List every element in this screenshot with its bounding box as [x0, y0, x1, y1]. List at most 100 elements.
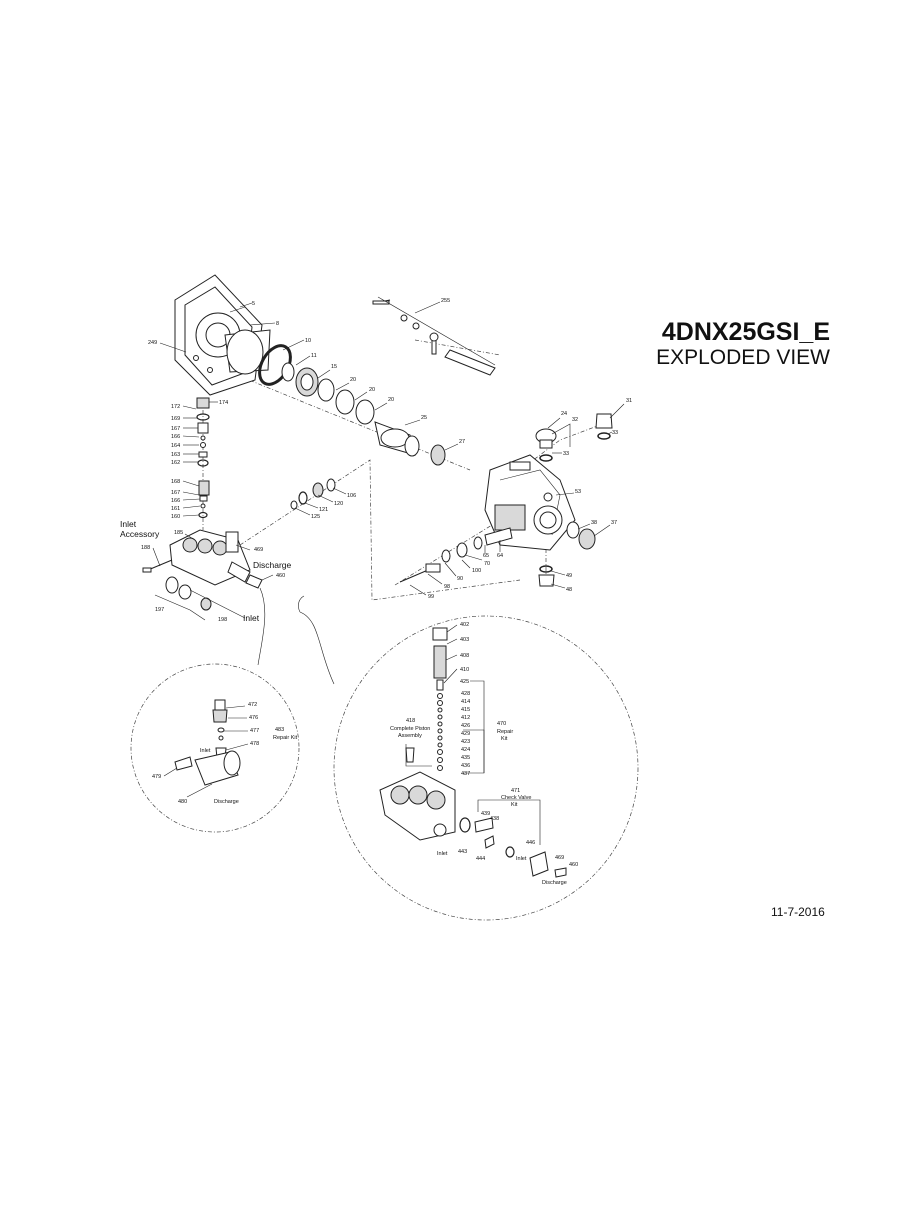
label-repair-kit-470-line1: Repair — [497, 729, 513, 735]
callout-53: 53 — [575, 489, 581, 495]
callout-161: 161 — [171, 506, 180, 512]
callout-198: 198 — [218, 617, 227, 623]
callout-443: 443 — [458, 849, 467, 855]
callout-48: 48 — [566, 587, 572, 593]
callout-437: 437 — [461, 771, 470, 777]
flange-housing — [174, 274, 271, 396]
callout-172: 172 — [171, 404, 180, 410]
label-inlet-accessory-line1: Inlet — [120, 519, 137, 529]
callout-8: 8 — [276, 321, 279, 327]
callout-476: 476 — [249, 715, 258, 721]
callout-438: 438 — [490, 816, 499, 822]
callout-160: 160 — [171, 514, 180, 520]
callout-471: 471 — [511, 788, 520, 794]
main-manifold — [142, 529, 263, 621]
label-check-valve-line1: Check Valve — [501, 795, 531, 801]
detail-circle-manifold — [333, 615, 639, 921]
label-inlet-manifold-detail: Inlet — [437, 851, 448, 857]
leader-lines — [152, 301, 625, 798]
callout-439: 439 — [481, 811, 490, 817]
callout-11: 11 — [311, 353, 317, 359]
callout-100: 100 — [472, 568, 481, 574]
callout-423: 423 — [461, 739, 470, 745]
accessory-detail-parts — [174, 699, 241, 786]
callout-33-a: 33 — [563, 451, 569, 457]
callout-33-b: 33 — [612, 430, 618, 436]
label-discharge-main: Discharge — [253, 560, 292, 570]
callout-478: 478 — [250, 741, 259, 747]
callout-460-detail: 460 — [569, 862, 578, 868]
callout-412: 412 — [461, 715, 470, 721]
callout-169: 169 — [171, 416, 180, 422]
label-repair-kit-483: Repair Kit — [273, 735, 298, 741]
callout-106: 106 — [347, 493, 356, 499]
manifold-detail-parts — [379, 627, 567, 878]
callout-435: 435 — [461, 755, 470, 761]
callout-20-a: 20 — [350, 377, 356, 383]
callout-121: 121 — [319, 507, 328, 513]
callout-65: 65 — [483, 553, 489, 559]
callout-20-c: 20 — [388, 397, 394, 403]
callout-446: 446 — [526, 840, 535, 846]
crankcase — [484, 454, 576, 551]
callout-436: 436 — [461, 763, 470, 769]
callout-49: 49 — [566, 573, 572, 579]
callout-37: 37 — [611, 520, 617, 526]
label-repair-kit-470-line2: Kit — [501, 736, 508, 742]
label-inlet-main: Inlet — [243, 613, 260, 623]
callout-483: 483 — [275, 727, 284, 733]
callout-460-main: 460 — [276, 573, 285, 579]
callout-469-detail: 469 — [555, 855, 564, 861]
callout-70: 70 — [484, 561, 490, 567]
callout-402: 402 — [460, 622, 469, 628]
revision-date: 11-7-2016 — [771, 905, 825, 919]
callout-188: 188 — [141, 545, 150, 551]
diagram-subtitle: EXPLODED VIEW — [656, 346, 830, 369]
tools-kit-255 — [372, 296, 496, 376]
callout-25: 25 — [421, 415, 427, 421]
callout-480: 480 — [178, 799, 187, 805]
callout-477: 477 — [250, 728, 259, 734]
callout-98: 98 — [444, 584, 450, 590]
callout-163: 163 — [171, 452, 180, 458]
callout-472: 472 — [248, 702, 257, 708]
callout-444: 444 — [476, 856, 485, 862]
callout-249: 249 — [148, 340, 157, 346]
callout-185: 185 — [174, 530, 183, 536]
callout-410: 410 — [460, 667, 469, 673]
label-check-valve-line2: Kit — [511, 802, 518, 808]
callout-99: 99 — [428, 594, 434, 600]
label-complete-piston-line2: Assembly — [398, 733, 422, 739]
callout-24: 24 — [561, 411, 567, 417]
callout-167-b: 167 — [171, 490, 180, 496]
callout-162: 162 — [171, 460, 180, 466]
callout-164: 164 — [171, 443, 180, 449]
callout-120: 120 — [334, 501, 343, 507]
callout-5: 5 — [252, 301, 255, 307]
diagram-title: 4DNX25GSI_E — [661, 318, 830, 346]
callout-255: 255 — [441, 298, 450, 304]
detail-circle-accessory — [130, 663, 300, 833]
callout-174: 174 — [219, 400, 228, 406]
label-inlet-accessory-detail: Inlet — [200, 748, 211, 754]
callout-125: 125 — [311, 514, 320, 520]
detail-callout-lines — [130, 587, 639, 921]
callout-15: 15 — [331, 364, 337, 370]
label-inlet-check-valve: Inlet — [516, 856, 527, 862]
callout-90: 90 — [457, 576, 463, 582]
callout-167-a: 167 — [171, 426, 180, 432]
piston-plunger-parts — [290, 478, 513, 583]
callout-27: 27 — [459, 439, 465, 445]
label-inlet-accessory-line2: Accessory — [120, 529, 160, 539]
callout-408: 408 — [460, 653, 469, 659]
oil-cap-parts — [535, 413, 613, 587]
unloader-stack — [196, 397, 210, 519]
callout-418: 418 — [406, 718, 415, 724]
bearing-parts — [281, 362, 375, 425]
callout-168: 168 — [171, 479, 180, 485]
callout-64: 64 — [497, 553, 503, 559]
callout-470: 470 — [497, 721, 506, 727]
label-complete-piston-line1: Complete Piston — [390, 726, 430, 732]
callout-429: 429 — [461, 731, 470, 737]
